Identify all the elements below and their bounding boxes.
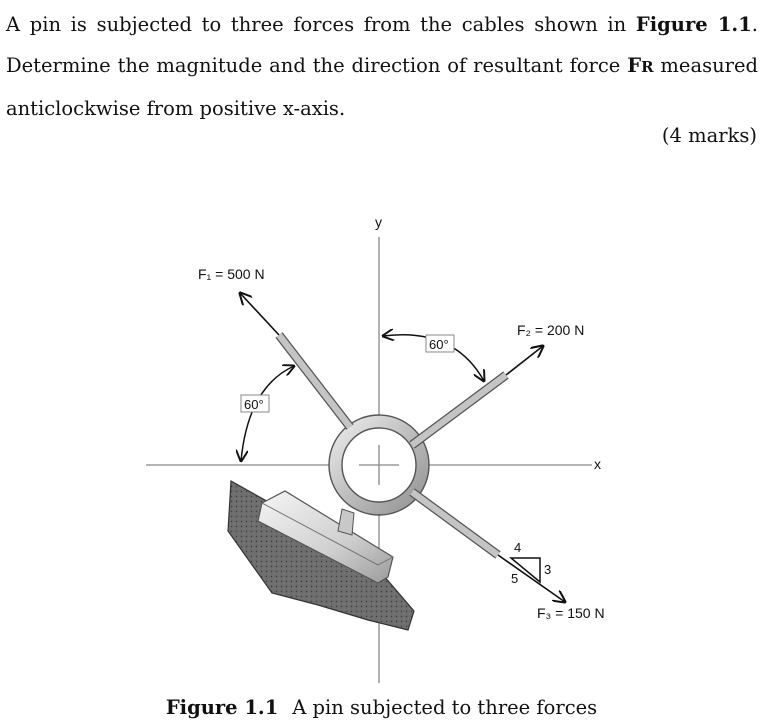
angle-label-f1: 60° — [244, 397, 264, 412]
cable-f1 — [240, 293, 354, 430]
slope-hyp-label: 5 — [511, 571, 518, 586]
figure-caption: Figure 1.1 A pin subjected to three force… — [0, 696, 763, 719]
force-diagram: y x 60° 60° — [0, 205, 763, 685]
angle-arc-f1 — [241, 366, 294, 461]
marks-label: (4 marks) — [661, 124, 757, 147]
slope-triangle — [508, 557, 541, 584]
f1-label: F₁ = 500 N — [198, 266, 265, 282]
angle-arc-f2 — [383, 335, 484, 381]
figure-reference: Figure 1.1 — [635, 13, 752, 36]
resultant-force-symbol: FR — [627, 54, 654, 77]
question-text: A pin is subjected to three forces from … — [6, 13, 758, 120]
x-axis-label: x — [594, 456, 601, 472]
pin-stem — [337, 508, 355, 536]
f3-label: F₃ = 150 N — [537, 605, 605, 621]
cable-f3 — [409, 488, 565, 602]
slope-run-label: 4 — [514, 540, 521, 555]
cable-f2 — [409, 346, 543, 449]
f2-label: F₂ = 200 N — [517, 322, 584, 338]
caption-label: Figure 1.1 — [165, 696, 279, 719]
base-plate — [257, 490, 394, 584]
caption-text: A pin subjected to three forces — [292, 696, 598, 719]
slope-rise-label: 3 — [544, 562, 551, 577]
pin-ring — [328, 414, 430, 516]
y-axis-label: y — [375, 214, 382, 230]
angle-label-f2: 60° — [429, 337, 449, 352]
